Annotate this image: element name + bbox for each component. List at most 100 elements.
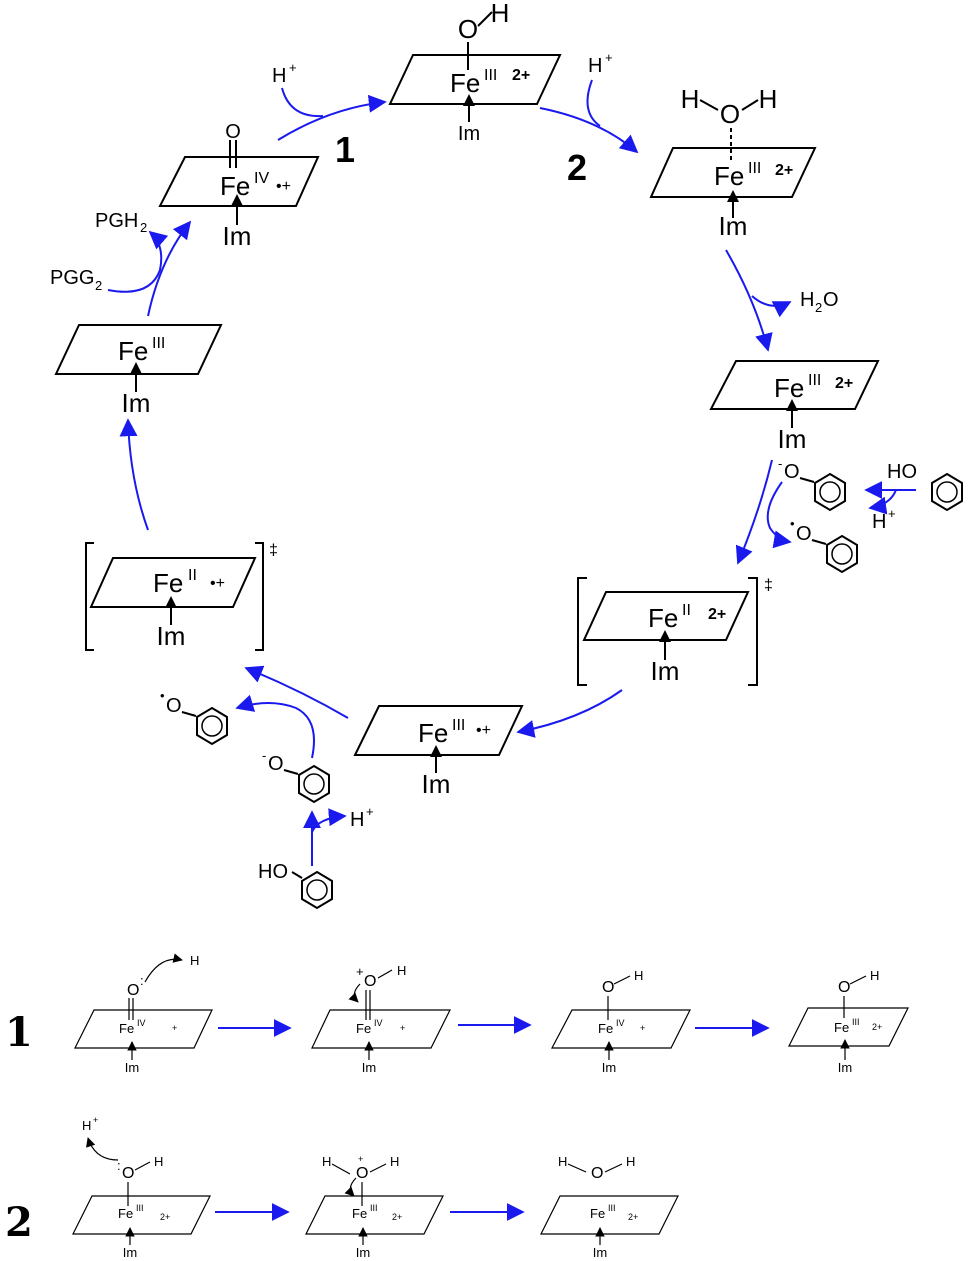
side-labels: H + H + H 2 O PGH 2 PGG 2 HO H + HO H + [50, 50, 917, 883]
ligand-label: Im [422, 769, 451, 799]
metal-label: Fe [450, 68, 480, 98]
svg-text:+: + [93, 1115, 98, 1125]
phenoxide-oxygen: O [268, 753, 284, 775]
svg-text::: : [140, 973, 144, 988]
metal-label: Fe [774, 373, 804, 403]
svg-text:Fe: Fe [118, 1206, 133, 1221]
svg-text:+: + [356, 964, 364, 979]
hydrogen-atom: H [491, 0, 510, 28]
double-dagger: ‡ [764, 577, 773, 594]
mechanism-step: O H Fe IV + Im [551, 968, 691, 1075]
mechanism-step: H + O H Fe III 2+ Im [305, 1154, 444, 1260]
ferric-dication-complex: Fe III 2+ Im [709, 360, 880, 454]
mechanism-row-2: 2 H + : O H Fe III 2+ Im H + O H [5, 1115, 679, 1260]
svg-text:Im: Im [356, 1245, 370, 1260]
metal-label: Fe [118, 336, 148, 366]
row-number: 1 [5, 1009, 33, 1056]
charge-label: 2+ [835, 375, 853, 392]
svg-text:+: + [640, 1023, 645, 1033]
svg-text:IV: IV [374, 1018, 383, 1028]
svg-text:III: III [136, 1203, 144, 1213]
oxidation-state: II [188, 567, 197, 584]
ligand-label: Im [458, 123, 480, 145]
hydrogen-atom: H [759, 84, 778, 114]
svg-text:Im: Im [362, 1060, 376, 1075]
oxygen-atom: O [122, 1165, 134, 1182]
proton-label: H [190, 953, 199, 968]
svg-text:Im: Im [125, 1060, 139, 1075]
transition-state-right: ‡ Fe II 2+ Im [577, 577, 773, 686]
charge-label: 2+ [708, 606, 726, 623]
mechanism-row-1: 1 O : H Fe IV + Im O + H Fe [5, 953, 909, 1075]
charge-label: •+ [276, 178, 291, 195]
pgh2-label: PGH [95, 210, 138, 232]
svg-text:Fe: Fe [119, 1021, 134, 1036]
svg-text:IV: IV [137, 1018, 146, 1028]
oxo-atom: O [225, 121, 241, 143]
charge-label: •+ [210, 575, 225, 592]
svg-text:2: 2 [95, 278, 102, 293]
ligand-label: Im [122, 388, 151, 418]
svg-text:III: III [608, 1203, 616, 1213]
proton-label: H [872, 511, 886, 533]
oxidation-state: IV [254, 170, 269, 187]
oxidation-state: III [808, 372, 821, 389]
mechanism-step: O : H Fe IV + Im [74, 953, 213, 1075]
svg-text:III: III [852, 1017, 860, 1027]
oxygen-atom: O [458, 14, 478, 44]
ligand-label: Im [651, 656, 680, 686]
oxidation-state: III [484, 67, 497, 84]
double-dagger: ‡ [269, 542, 278, 559]
svg-text:+: + [366, 804, 374, 819]
metal-label: Fe [153, 568, 183, 598]
proton-label: H [350, 809, 364, 831]
step-number-1: 1 [335, 129, 355, 170]
water-complex: H O H Fe III 2+ Im [649, 84, 817, 241]
transition-state-left: ‡ Fe II •+ Im [85, 542, 278, 651]
svg-text:Fe: Fe [356, 1021, 371, 1036]
hydroxo-complex: O H Fe III 2+ Im [388, 0, 562, 145]
oxidation-state: III [152, 335, 165, 352]
proton-label: H [272, 65, 286, 87]
ligand-label: Im [223, 221, 252, 251]
oxygen-atom: O [127, 982, 139, 999]
svg-text:IV: IV [616, 1018, 625, 1028]
charge-label: 2+ [775, 162, 793, 179]
svg-text:2: 2 [140, 220, 147, 235]
svg-text:H: H [322, 1154, 331, 1169]
ferric-radical-complex: Fe III •+ Im [353, 705, 524, 799]
svg-text:2+: 2+ [628, 1212, 638, 1222]
svg-text:Fe: Fe [352, 1206, 367, 1221]
svg-text:2+: 2+ [872, 1022, 882, 1032]
charge-label: 2+ [512, 67, 530, 84]
metal-label: Fe [418, 718, 448, 748]
phenoxyl-oxygen: O [796, 523, 812, 545]
ligand-label: Im [157, 621, 186, 651]
mechanism-step: H O H Fe III 2+ Im [540, 1154, 679, 1260]
svg-text:Im: Im [602, 1060, 616, 1075]
svg-text:2+: 2+ [392, 1212, 402, 1222]
mechanism-step: O + H Fe IV + Im [311, 963, 451, 1075]
svg-text:+: + [289, 60, 297, 75]
pgg2-label: PGG [50, 267, 94, 289]
cycle-arrows [107, 79, 916, 866]
svg-text:H: H [626, 1154, 635, 1169]
oxygen-atom: O [602, 979, 614, 996]
svg-text:-: - [778, 456, 782, 471]
phenoxide-oxygen: O [784, 461, 800, 483]
oxygen-atom: O [356, 1165, 368, 1182]
compound-i-complex: O Fe IV •+ Im [158, 121, 320, 251]
svg-text:III: III [370, 1203, 378, 1213]
oxygen-atom: O [838, 979, 850, 996]
proton-label: H [82, 1118, 91, 1133]
proton-label: H [588, 55, 602, 77]
svg-text:+: + [358, 1154, 363, 1164]
svg-text:O: O [823, 289, 839, 311]
svg-text:Im: Im [838, 1060, 852, 1075]
svg-text:•: • [160, 688, 165, 703]
svg-text:Fe: Fe [834, 1020, 849, 1035]
oxygen-atom: O [364, 973, 376, 990]
aromatic-rings: O - O • O - O • [160, 456, 963, 910]
mechanism-step: H + : O H Fe III 2+ Im [72, 1115, 211, 1260]
